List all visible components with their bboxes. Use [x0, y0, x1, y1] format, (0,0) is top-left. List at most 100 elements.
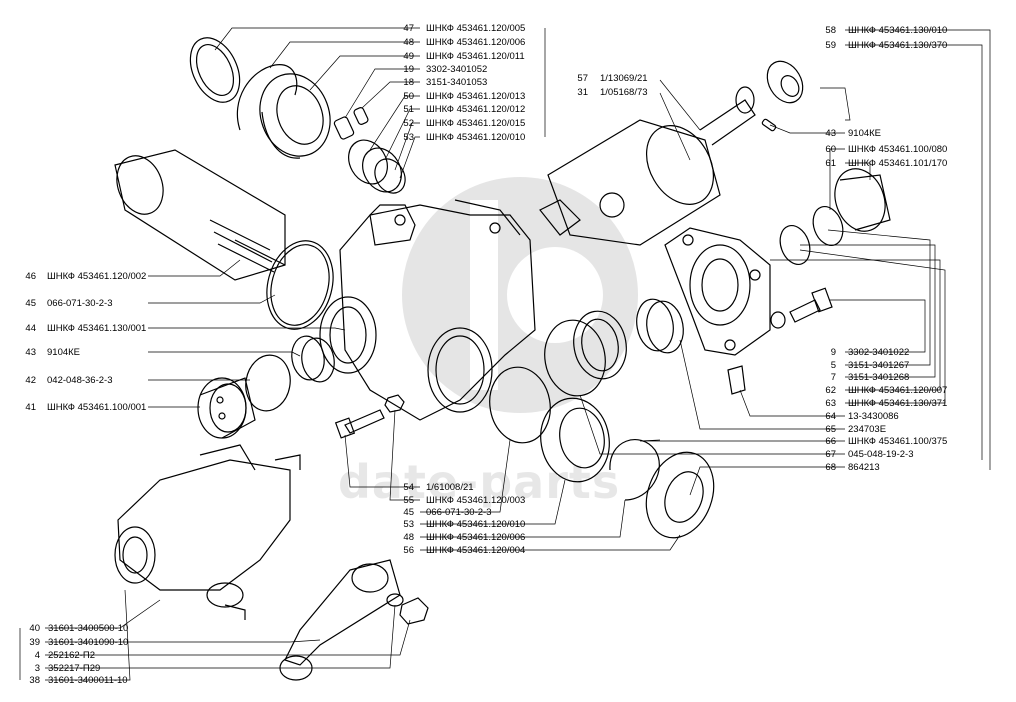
- retaining-ring-47: [189, 37, 241, 103]
- nut-and-washer-3-4: [386, 593, 429, 625]
- callout-code: 9104КЕ: [47, 347, 81, 358]
- callout-number: 67: [825, 449, 836, 460]
- callout-number: 41: [25, 402, 36, 413]
- callout-number: 64: [825, 411, 836, 422]
- callout-code: 066-071-30-2-3: [47, 298, 113, 309]
- callout-number: 4: [34, 650, 40, 661]
- callout-code: ШНКФ 453461.120/010: [426, 132, 526, 143]
- callout-number: 48: [403, 37, 414, 48]
- callout-code: 045-048-19-2-3: [848, 449, 914, 460]
- callout-code: ШНКФ 453461.100/375: [848, 436, 948, 447]
- callout-code: ШНКФ 453461.120/012: [426, 104, 526, 115]
- pitman-arm-39: [279, 559, 401, 681]
- callout-number: 45: [403, 507, 414, 518]
- callout-number: 56: [403, 545, 414, 556]
- rings-50-53: [348, 139, 406, 194]
- callout-code: 234703Е: [848, 424, 887, 435]
- callout-code: 352217-П29: [48, 663, 101, 674]
- callout-number: 45: [25, 298, 36, 309]
- callout-number: 57: [577, 73, 588, 84]
- seal-sleeve-53: [540, 397, 610, 483]
- callout-number: 52: [403, 118, 414, 129]
- callout-number: 48: [403, 532, 414, 543]
- callout-code: ШНКФ 453461.101/170: [848, 158, 948, 169]
- o-ring-42: [245, 354, 291, 412]
- callout-number: 61: [825, 158, 836, 169]
- callout-code: ШНКФ 453461.120/006: [426, 37, 526, 48]
- callout-number: 9: [830, 347, 836, 358]
- plug-41: [197, 377, 256, 439]
- callout-number: 40: [29, 623, 40, 634]
- pin-59: [761, 118, 777, 132]
- callout-code: ШНКФ 453461.120/006: [426, 532, 526, 543]
- callout-code: ШНКФ 453461.130/001: [47, 323, 147, 334]
- callout-number: 46: [25, 271, 36, 282]
- splined-shaft-46: [114, 149, 286, 281]
- callout-code: ШНКФ 453461.120/007: [848, 385, 948, 396]
- steering-gear-assembly-40: [114, 444, 301, 620]
- callout-code: 13-3430086: [848, 411, 899, 422]
- callout-code: 3151-3401268: [848, 372, 910, 383]
- callout-code: ШНКФ 453461.120/015: [426, 118, 526, 129]
- callout-code: 252162-П2: [48, 650, 95, 661]
- callout-code: 31601-3401090-10: [48, 637, 129, 648]
- callout-number: 51: [403, 104, 414, 115]
- callout-code: ШНКФ 453461.120/010: [426, 519, 526, 530]
- seal-63: [573, 310, 627, 380]
- bushing-61: [834, 168, 891, 232]
- callout-code: ШНКФ 453461.120/003: [426, 495, 526, 506]
- callout-code: 31601-3400011-10: [48, 675, 128, 686]
- bearing-43-left: [291, 335, 335, 383]
- callout-code: ШНКФ 453461.120/004: [426, 545, 526, 556]
- pins-18-19: [333, 107, 369, 140]
- callout-number: 68: [825, 462, 836, 473]
- callout-number: 62: [825, 385, 836, 396]
- adjust-bolt-9: [770, 287, 833, 329]
- callout-code: 9104КЕ: [848, 128, 882, 139]
- valve-body-57: [539, 86, 756, 246]
- callout-number: 55: [403, 495, 414, 506]
- callout-number: 58: [825, 25, 836, 36]
- callout-code: ШНКФ 453461.130/371: [848, 398, 948, 409]
- callout-code: 31601-3400500-10: [48, 623, 129, 634]
- steering-housing-44: [319, 199, 536, 421]
- callout-number: 63: [825, 398, 836, 409]
- callout-number: 54: [403, 482, 414, 493]
- callout-number: 42: [25, 375, 36, 386]
- o-ring-45: [266, 240, 334, 330]
- callout-number: 66: [825, 436, 836, 447]
- callout-code: ШНКФ 453461.130/010: [848, 25, 948, 36]
- callout-number: 44: [25, 323, 36, 334]
- callout-code: 1/61008/21: [426, 482, 474, 493]
- callout-code: 3151-3401053: [426, 77, 488, 88]
- callout-number: 31: [577, 87, 588, 98]
- callout-number: 59: [825, 40, 836, 51]
- callout-code: ШНКФ 453461.120/011: [426, 51, 525, 62]
- bolt-54: [334, 394, 405, 439]
- callout-number: 49: [403, 51, 414, 62]
- callout-code: 3151-3401267: [848, 360, 910, 371]
- callout-code: ШНКФ 453461.120/005: [426, 23, 526, 34]
- callout-number: 7: [830, 372, 836, 383]
- callout-number: 43: [825, 128, 836, 139]
- callout-number: 19: [403, 64, 414, 75]
- callout-code: 066-071-30-2-3: [426, 507, 492, 518]
- callout-number: 53: [403, 519, 414, 530]
- bearing-58: [766, 60, 804, 104]
- retaining-ring-66: [609, 439, 660, 501]
- o-ring-45-lower: [489, 366, 551, 444]
- callout-code: ШНКФ 453461.120/002: [47, 271, 147, 282]
- callout-code: 3302-3401052: [426, 64, 488, 75]
- callout-code: ШНКФ 453461.130/370: [848, 40, 948, 51]
- plug-64: [727, 365, 746, 395]
- spring-ring-48: [236, 64, 298, 131]
- side-cover-62: [664, 227, 771, 356]
- callout-code: ШНКФ 453461.100/001: [47, 402, 147, 413]
- callout-number: 43: [25, 347, 36, 358]
- callout-code: ШНКФ 453461.120/013: [426, 91, 526, 102]
- callout-code: 042-048-36-2-3: [47, 375, 113, 386]
- callout-code: ШНКФ 453461.100/080: [848, 144, 948, 155]
- leader-lines: [19, 27, 991, 681]
